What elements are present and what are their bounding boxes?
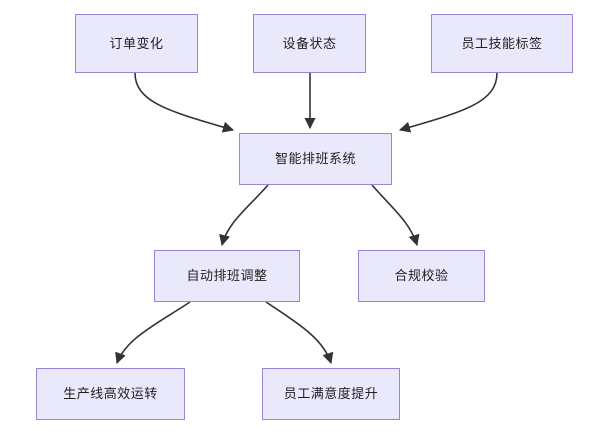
node-scheduling-system[interactable]: 智能排班系统 bbox=[239, 133, 392, 185]
node-label: 智能排班系统 bbox=[274, 151, 356, 167]
edge-scheduling-sys-to-compliance bbox=[371, 184, 420, 247]
edge-skill-tag-to-scheduling-sys bbox=[398, 72, 498, 133]
node-label: 合规校验 bbox=[394, 268, 449, 284]
edge-auto-adjust-to-line-efficiency bbox=[115, 301, 191, 365]
edge-order-change-to-scheduling-sys bbox=[134, 72, 235, 133]
node-compliance-check[interactable]: 合规校验 bbox=[358, 250, 485, 302]
edge-auto-adjust-to-satisfaction bbox=[265, 301, 334, 365]
edge-scheduling-sys-to-auto-adjust bbox=[219, 184, 269, 247]
node-label: 员工技能标签 bbox=[461, 35, 543, 51]
node-production-line-efficiency[interactable]: 生产线高效运转 bbox=[36, 368, 185, 420]
node-employee-satisfaction[interactable]: 员工满意度提升 bbox=[262, 368, 400, 420]
node-label: 设备状态 bbox=[282, 35, 337, 51]
node-device-status[interactable]: 设备状态 bbox=[253, 14, 366, 73]
node-skill-tag[interactable]: 员工技能标签 bbox=[431, 14, 573, 73]
node-label: 生产线高效运转 bbox=[63, 386, 158, 402]
node-label: 自动排班调整 bbox=[186, 268, 268, 284]
node-label: 员工满意度提升 bbox=[283, 386, 379, 402]
node-label: 订单变化 bbox=[109, 35, 164, 51]
node-auto-schedule-adjustment[interactable]: 自动排班调整 bbox=[154, 250, 300, 302]
node-order-change[interactable]: 订单变化 bbox=[75, 14, 198, 73]
